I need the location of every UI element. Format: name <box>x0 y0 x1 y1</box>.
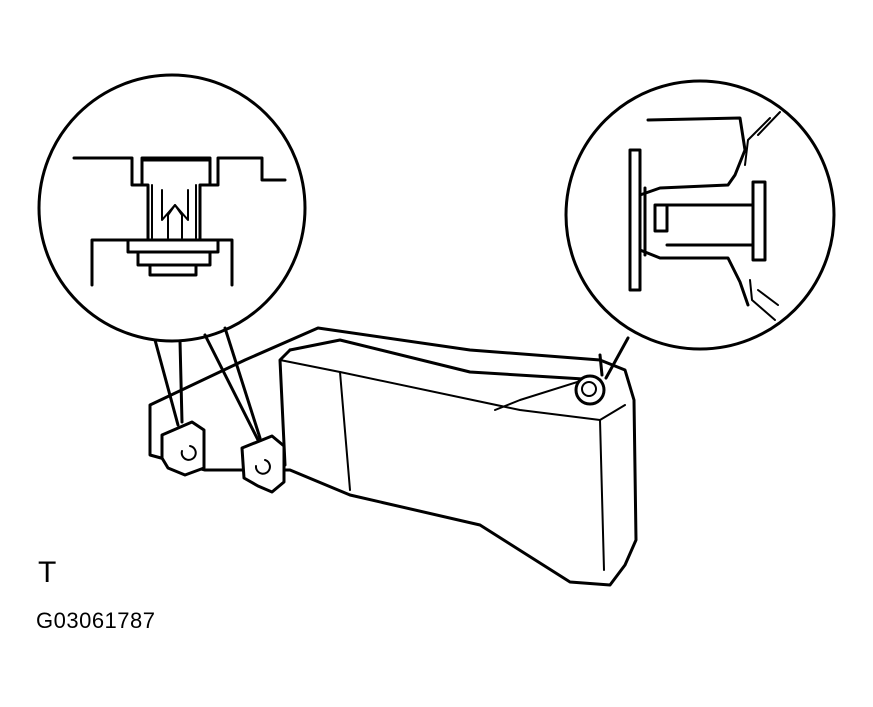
screw-head <box>574 374 606 406</box>
clip-left <box>160 420 206 477</box>
detail-circle-left <box>37 73 307 442</box>
clip-right <box>240 434 286 494</box>
figure-code-label: G03061787 <box>36 608 156 633</box>
detail-circle-right <box>564 79 836 380</box>
corner-mark-label: T <box>38 556 57 589</box>
bracket-cover-body <box>148 326 638 587</box>
